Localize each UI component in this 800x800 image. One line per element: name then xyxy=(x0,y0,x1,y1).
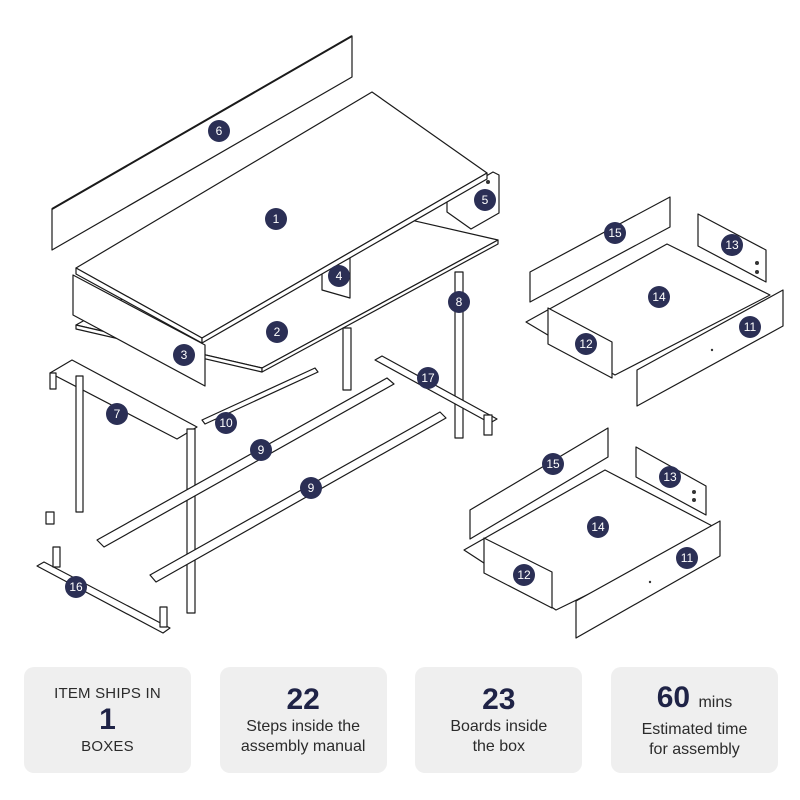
callout-drawer2-11: 11 xyxy=(676,547,698,569)
callout-9b: 9 xyxy=(300,477,322,499)
svg-text:8: 8 xyxy=(456,295,463,309)
time-caption-1: Estimated time xyxy=(641,720,748,738)
stretcher-lower xyxy=(150,412,446,582)
time-value: 60 xyxy=(656,680,691,714)
left-leg-front xyxy=(187,429,195,613)
svg-text:10: 10 xyxy=(219,416,233,430)
left-frame-top xyxy=(50,360,197,439)
svg-text:14: 14 xyxy=(652,290,666,304)
callout-17: 17 xyxy=(417,367,439,389)
callout-4: 4 xyxy=(328,265,350,287)
steps-card: 22 Steps inside the assembly manual xyxy=(219,667,387,773)
time-unit: mins xyxy=(698,693,733,711)
callout-5: 5 xyxy=(474,189,496,211)
top-stretcher xyxy=(202,368,318,424)
callout-drawer2-13: 13 xyxy=(659,466,681,488)
svg-text:1: 1 xyxy=(273,212,280,226)
callout-9a: 9 xyxy=(250,439,272,461)
right-leg-back xyxy=(343,328,351,390)
steps-caption-2: assembly manual xyxy=(240,738,366,755)
svg-text:2: 2 xyxy=(274,325,281,339)
svg-text:3: 3 xyxy=(181,348,188,362)
callout-3: 3 xyxy=(173,344,195,366)
svg-text:5: 5 xyxy=(482,193,489,207)
svg-text:16: 16 xyxy=(69,580,83,594)
svg-text:4: 4 xyxy=(336,269,343,283)
boxes-value: 1 xyxy=(99,703,116,736)
svg-text:7: 7 xyxy=(114,407,121,421)
boards-card: 23 Boards inside the box xyxy=(415,667,583,773)
svg-text:9: 9 xyxy=(308,481,315,495)
svg-text:11: 11 xyxy=(744,320,757,334)
svg-text:13: 13 xyxy=(663,470,677,484)
right-foot-bar xyxy=(375,356,497,423)
time-value-row: 60 mins xyxy=(657,681,733,720)
steps-caption-1: Steps inside the xyxy=(246,718,361,735)
callout-2: 2 xyxy=(266,321,288,343)
left-foot-bar xyxy=(37,562,170,633)
boxes-caption-bottom: BOXES xyxy=(81,738,134,755)
boards-caption-2: the box xyxy=(472,738,526,755)
right-side-panel xyxy=(447,172,499,229)
svg-text:9: 9 xyxy=(258,443,265,457)
callout-drawer1-11: 11 xyxy=(739,316,761,338)
svg-text:12: 12 xyxy=(517,568,531,582)
svg-text:13: 13 xyxy=(725,238,739,252)
boards-caption-1: Boards inside xyxy=(450,718,548,735)
stats-row: ITEM SHIPS IN 1 BOXES 22 Steps inside th… xyxy=(24,667,778,773)
svg-text:11: 11 xyxy=(681,551,694,565)
drawer2-back xyxy=(470,428,608,539)
callout-drawer1-13: 13 xyxy=(721,234,743,256)
drawer1-back xyxy=(530,197,670,302)
svg-text:6: 6 xyxy=(216,124,223,138)
callout-drawer2-15: 15 xyxy=(542,453,564,475)
callout-10: 10 xyxy=(215,412,237,434)
callout-1: 1 xyxy=(265,208,287,230)
callout-drawer1-15: 15 xyxy=(604,222,626,244)
callout-7: 7 xyxy=(106,403,128,425)
boxes-caption-top: ITEM SHIPS IN xyxy=(54,685,161,702)
time-card: 60 mins Estimated time for assembly xyxy=(610,667,778,773)
desk-exploded-diagram: 6 1 5 4 2 3 8 17 7 10 9 9 16 15 13 14 11… xyxy=(0,0,800,660)
svg-text:14: 14 xyxy=(591,520,605,534)
callout-8: 8 xyxy=(448,291,470,313)
callout-6: 6 xyxy=(208,120,230,142)
callout-drawer2-14: 14 xyxy=(587,516,609,538)
svg-text:15: 15 xyxy=(608,226,622,240)
left-side-panel xyxy=(73,275,205,386)
boards-value: 23 xyxy=(482,683,516,716)
stretcher-upper xyxy=(97,378,394,547)
callout-drawer1-12: 12 xyxy=(575,333,597,355)
left-leg-back xyxy=(76,376,83,512)
svg-text:12: 12 xyxy=(579,337,593,351)
svg-text:15: 15 xyxy=(546,457,560,471)
right-leg-front xyxy=(455,272,463,438)
callout-drawer2-12: 12 xyxy=(513,564,535,586)
svg-text:17: 17 xyxy=(421,371,435,385)
time-caption-2: for assembly xyxy=(649,740,740,758)
callout-drawer1-14: 14 xyxy=(648,286,670,308)
steps-value: 22 xyxy=(286,683,320,716)
callout-16: 16 xyxy=(65,576,87,598)
boxes-card: ITEM SHIPS IN 1 BOXES xyxy=(24,667,191,773)
